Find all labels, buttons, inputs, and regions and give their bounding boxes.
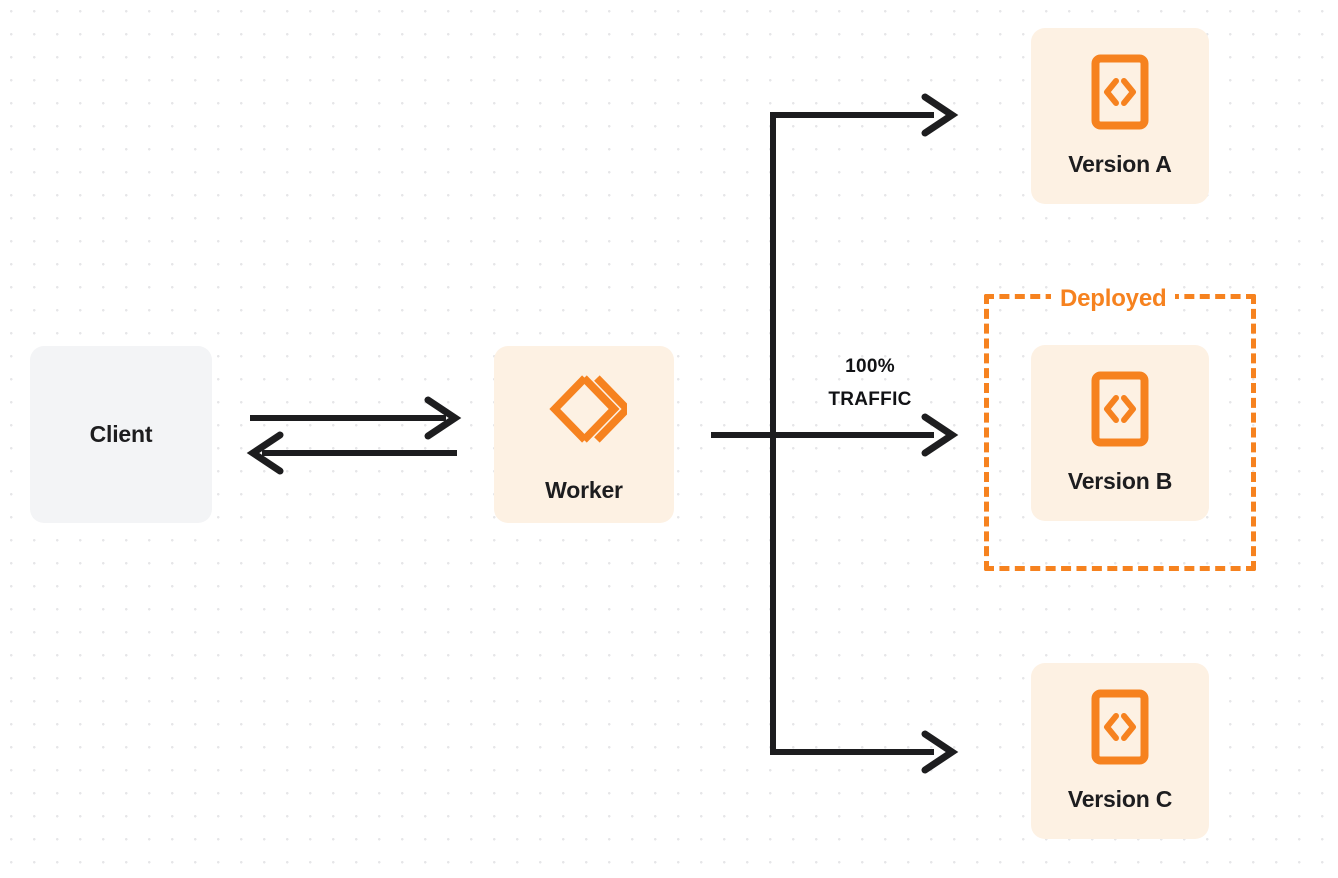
- arrow-worker-to-version-c: [770, 730, 959, 774]
- cloudflare-workers-logo-icon: [541, 366, 633, 457]
- version-a-node[interactable]: Version A: [1031, 28, 1209, 204]
- version-a-label: Version A: [1068, 151, 1172, 177]
- code-document-icon: [1091, 371, 1149, 452]
- traffic-annotation: 100% TRAFFIC: [790, 350, 950, 416]
- client-label: Client: [89, 421, 153, 447]
- version-b-label: Version B: [1067, 468, 1173, 494]
- code-document-icon: [1091, 689, 1149, 770]
- traffic-word: TRAFFIC: [828, 389, 912, 410]
- version-b-node[interactable]: Version B: [1031, 345, 1209, 521]
- code-document-icon: [1091, 54, 1149, 135]
- arrow-worker-to-version-b: [711, 413, 959, 457]
- version-c-label: Version C: [1067, 786, 1173, 812]
- arrow-worker-to-client: [246, 431, 457, 475]
- worker-node[interactable]: Worker: [494, 346, 674, 523]
- traffic-percent: 100%: [845, 356, 895, 377]
- worker-label: Worker: [545, 476, 623, 503]
- deployed-label: Deployed: [1051, 285, 1176, 313]
- client-node[interactable]: Client: [30, 346, 212, 523]
- arrow-client-to-worker: [250, 396, 462, 440]
- arrow-worker-to-version-a: [770, 93, 959, 137]
- version-c-node[interactable]: Version C: [1031, 663, 1209, 839]
